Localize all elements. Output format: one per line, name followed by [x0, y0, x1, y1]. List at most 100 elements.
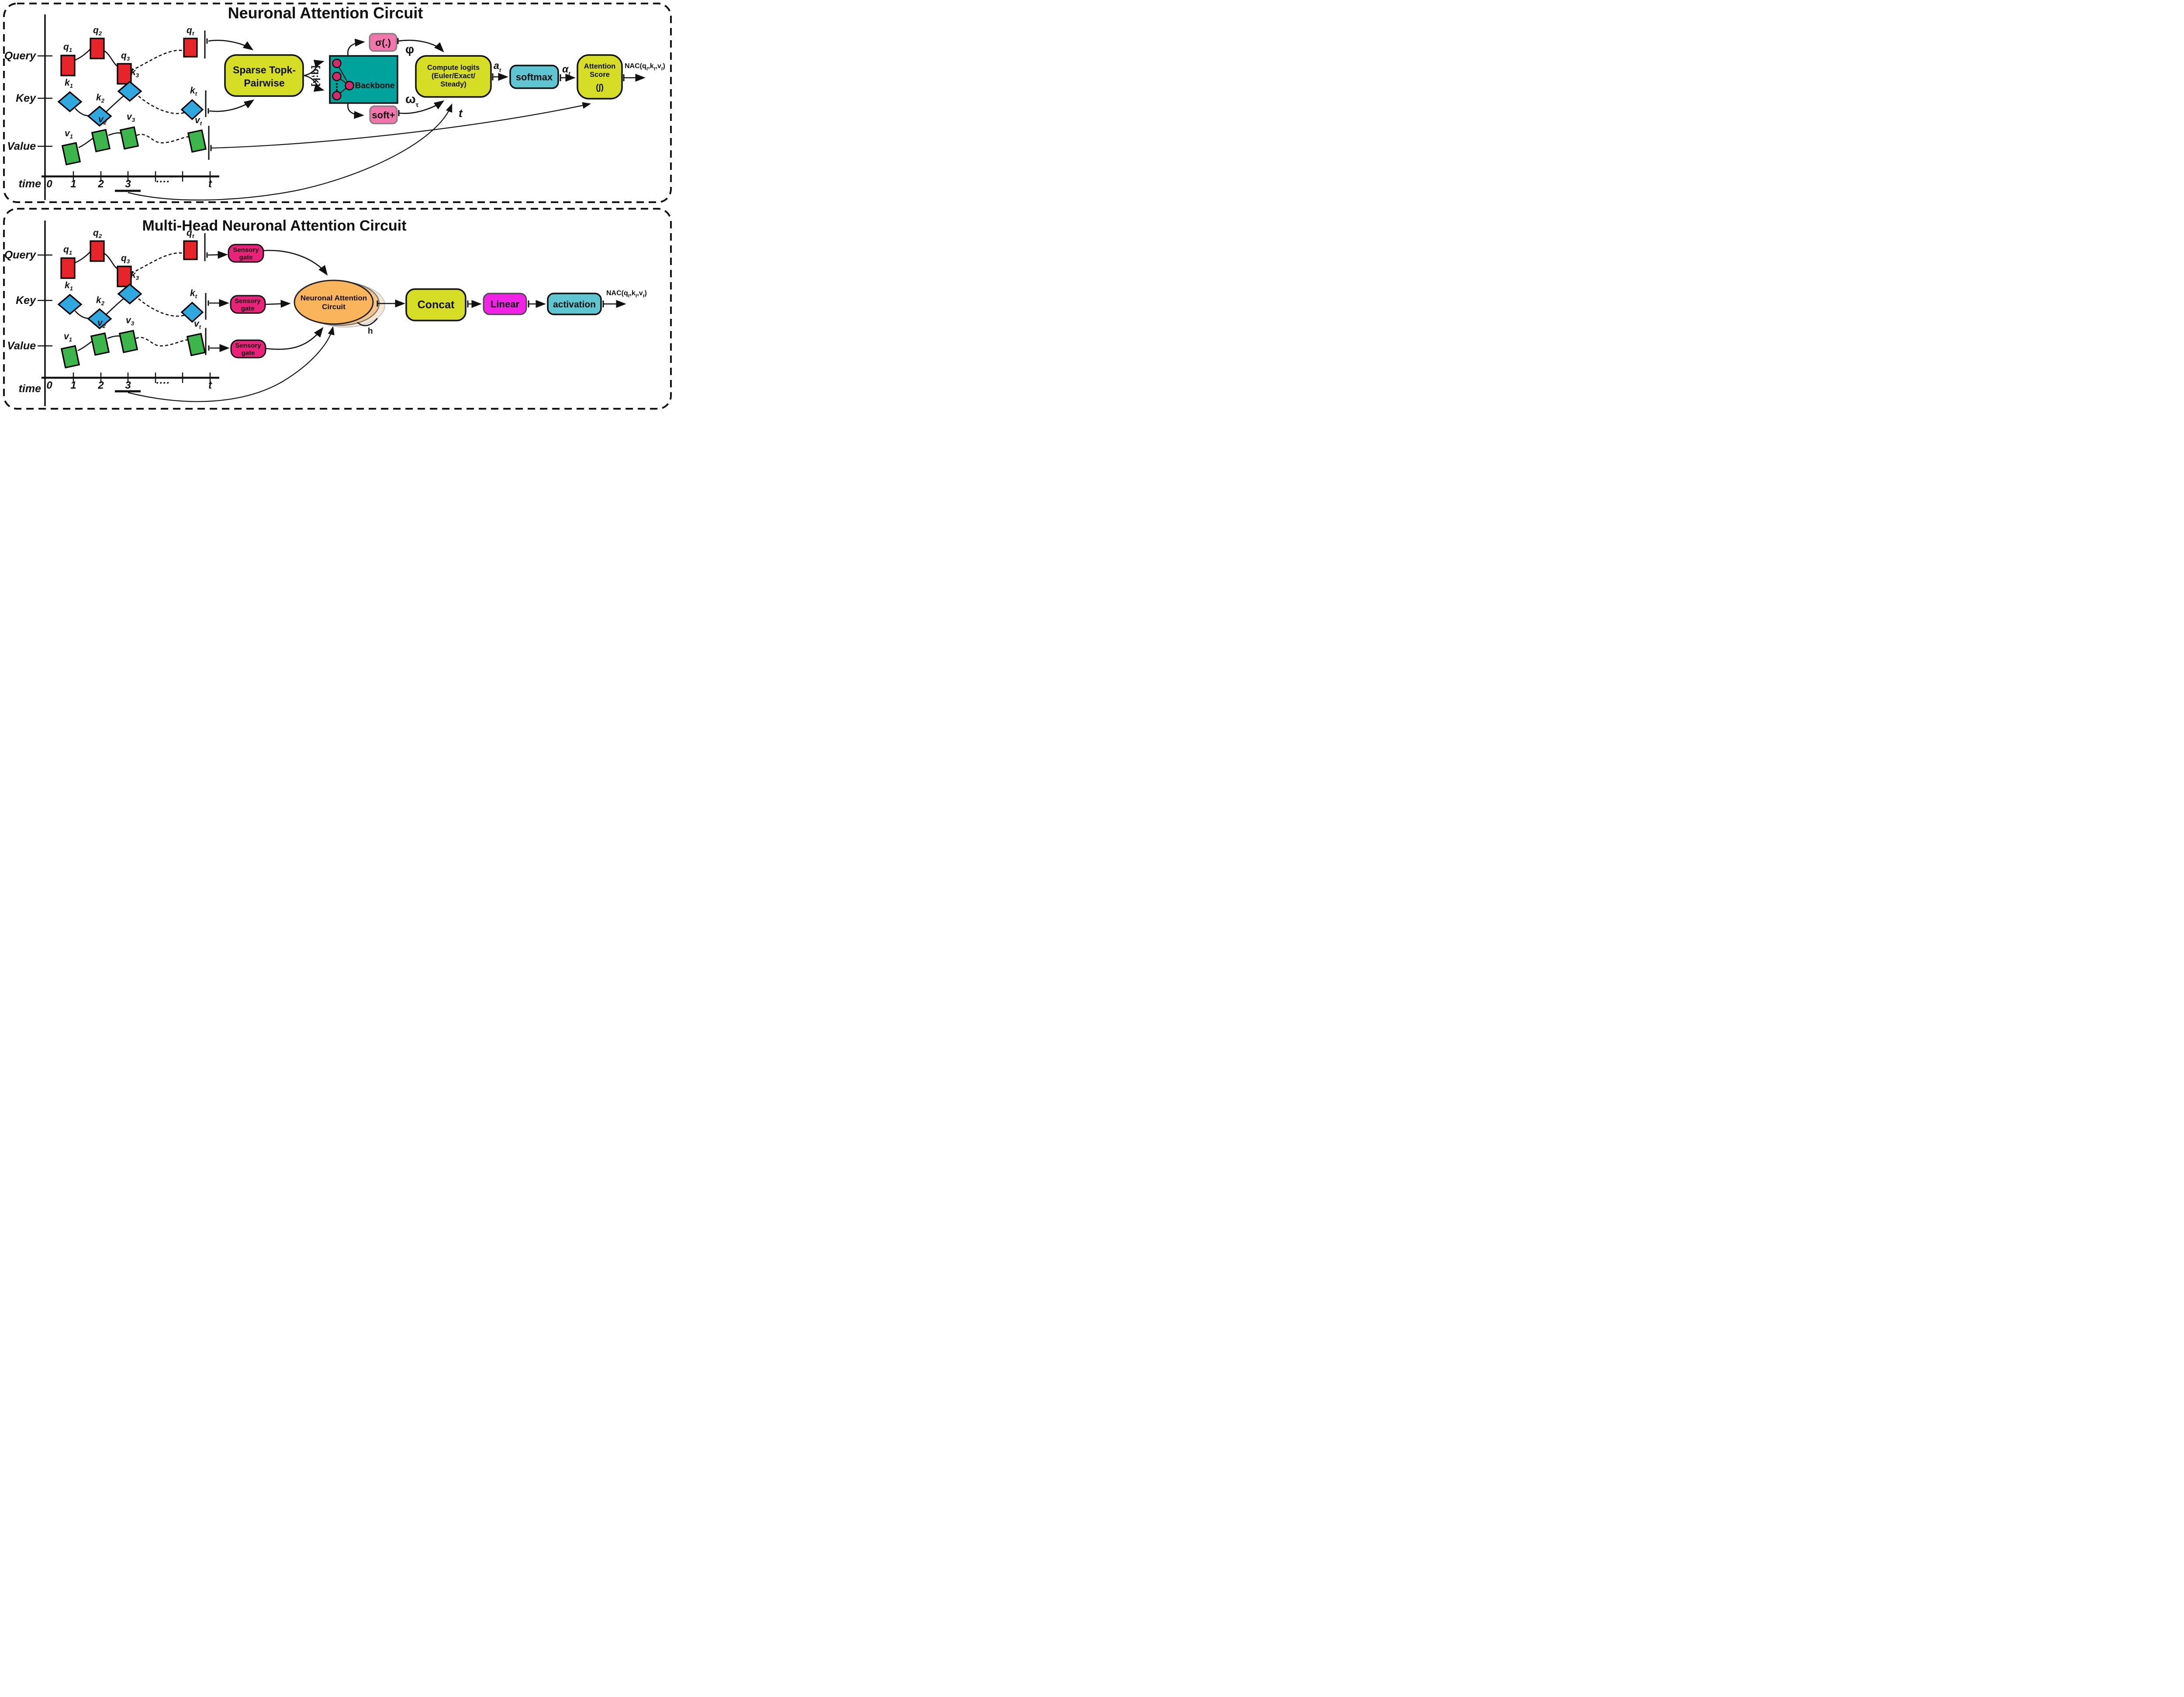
- qt-marker: [183, 38, 198, 58]
- v2-label: v2: [97, 318, 106, 329]
- omega-label: ωτ: [405, 92, 419, 109]
- qt-label: qt: [187, 228, 194, 239]
- q3-marker: [117, 63, 132, 85]
- sigma-box: [369, 33, 397, 52]
- kt-marker: [180, 99, 204, 121]
- backbone-label: Backbone: [355, 81, 395, 90]
- top-row-label-value: Value: [7, 140, 36, 152]
- concat-to-linear-arrow: [467, 300, 482, 308]
- svg-text:····: ····: [156, 176, 169, 188]
- sensory-gate-value: Sensory gate: [230, 339, 266, 359]
- query-to-sparse-arrow: [206, 38, 254, 51]
- sensory-gate-key: Sensory gate: [230, 295, 266, 314]
- v3-marker: [118, 330, 138, 353]
- q2-label: q2: [93, 228, 102, 239]
- softmax-to-attention-arrow: [560, 73, 576, 82]
- activation-label: activation: [553, 300, 596, 310]
- svg-text:3: 3: [125, 178, 131, 190]
- top-query-series: q1 q2 q3 qt: [60, 25, 206, 85]
- backbone-node-icon: [332, 91, 342, 100]
- svg-text:Sensory: Sensory: [235, 342, 261, 349]
- svg-text:0: 0: [46, 178, 52, 190]
- k2-marker: [87, 105, 112, 127]
- sparse-topk-line2: Pairwise: [244, 77, 284, 89]
- sensory-gate-query: Sensory gate: [228, 244, 264, 263]
- attention-score-line1: Attention: [584, 62, 615, 70]
- bottom-nac-output-label: NAC(qt,kt,vt): [606, 290, 647, 299]
- bottom-axes: [38, 221, 219, 406]
- svg-text:gate: gate: [242, 349, 255, 357]
- k3-label: k3: [131, 67, 139, 79]
- svg-text:1: 1: [70, 379, 76, 391]
- top-axes: [38, 14, 219, 200]
- backbone-node-icon: [332, 59, 342, 68]
- svg-text:Sensory: Sensory: [233, 246, 259, 254]
- backbone-node-icon: [332, 72, 342, 81]
- query-to-gate-arrow: [206, 251, 228, 259]
- v2-marker: [90, 332, 110, 356]
- qk-concat-arrows: [304, 59, 325, 92]
- concat-label: Concat: [418, 299, 455, 311]
- bottom-row-label-value: Value: [7, 340, 36, 352]
- activation-box: [547, 293, 602, 315]
- t-variable-label: t: [459, 107, 463, 120]
- attention-score-line2: Score: [590, 71, 610, 79]
- svg-text:Neuronal Attention: Neuronal Attention: [301, 294, 367, 302]
- attention-score-box: [577, 54, 623, 100]
- qk-concat-label: [q;k]: [311, 66, 322, 86]
- k2-label: k2: [96, 295, 105, 307]
- sigma-label: σ(.): [375, 37, 391, 48]
- bottom-key-series: k1 k2 k3 kt: [57, 270, 207, 330]
- time-to-circuit-arrow: [128, 326, 335, 402]
- compute-logits-line3: Steady): [440, 80, 467, 88]
- softplus-label: soft+: [372, 110, 395, 121]
- figure: Neuronal Attention Circuit Query Key Val…: [0, 0, 675, 412]
- k3-label: k3: [131, 270, 139, 281]
- svg-text:gate: gate: [239, 254, 253, 261]
- v1-marker: [61, 142, 81, 166]
- bottom-row-label-query: Query: [4, 249, 36, 261]
- vt-marker: [187, 129, 207, 153]
- k2-label: k2: [96, 93, 105, 104]
- top-row-label-time: time: [19, 178, 41, 190]
- svg-text:2: 2: [97, 178, 104, 190]
- svg-text:Sensory: Sensory: [235, 297, 261, 305]
- softmax-box: [509, 65, 559, 89]
- k1-label: k1: [65, 78, 73, 89]
- sparse-topk-box: [224, 54, 304, 97]
- k1-marker: [57, 293, 83, 315]
- vt-label: vt: [195, 115, 202, 127]
- attention-output-arrow: [623, 73, 646, 82]
- v2-label: v2: [98, 114, 107, 126]
- linear-box: [483, 293, 527, 315]
- svg-text:Circuit: Circuit: [322, 303, 346, 311]
- top-panel-title: Neuronal Attention Circuit: [228, 4, 423, 22]
- svg-text:2: 2: [97, 379, 104, 391]
- bottom-panel-title: Multi-Head Neuronal Attention Circuit: [142, 217, 406, 234]
- phi-label: φ: [405, 42, 414, 56]
- backbone-node-icon: [345, 81, 354, 90]
- svg-text:gate: gate: [241, 305, 255, 312]
- gate3-to-circuit-arrow: [265, 327, 324, 350]
- compute-logits-line1: Compute logits: [427, 64, 480, 72]
- bottom-query-series: q1 q2 q3 qt: [60, 228, 206, 287]
- vt-label: vt: [194, 319, 201, 330]
- svg-text:t: t: [208, 379, 212, 391]
- v1-label: v1: [64, 331, 72, 343]
- backbone-to-sigma-arrow: [347, 38, 365, 56]
- q2-label: q2: [93, 25, 102, 37]
- linear-to-activation-arrow: [528, 300, 546, 308]
- k1-label: k1: [65, 280, 73, 292]
- value-to-gate-arrow: [208, 344, 230, 352]
- k3-marker: [117, 80, 142, 102]
- softmax-label: softmax: [516, 72, 553, 83]
- compute-logits-line2: (Euler/Exact/: [432, 72, 475, 80]
- linear-label: Linear: [491, 299, 519, 310]
- kt-label: kt: [190, 288, 197, 300]
- k2-marker: [87, 308, 112, 330]
- vt-marker: [186, 333, 206, 356]
- q3-label: q3: [121, 51, 130, 62]
- q1-marker: [60, 257, 76, 279]
- kt-marker: [180, 301, 204, 323]
- sparse-topk-line1: Sparse Topk-: [233, 64, 296, 76]
